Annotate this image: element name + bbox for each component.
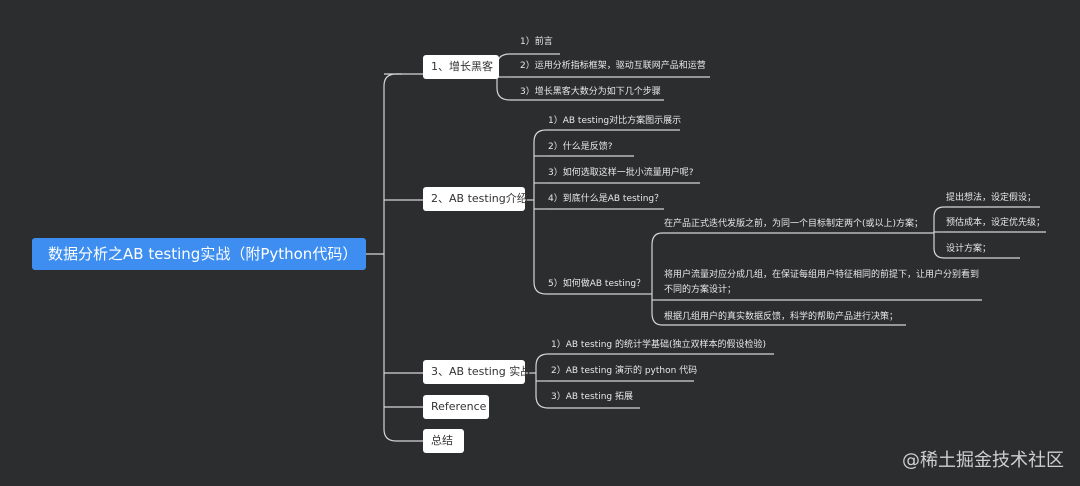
topic-split-traffic[interactable]: 将用户流量对应分成几组，在保证每组用户特征相同的前提下，让用户分别看到不同的方案… xyxy=(664,270,980,295)
branch-reference[interactable]: Reference xyxy=(423,395,489,419)
topic-metrics-framework[interactable]: 2）运用分析指标框架，驱动互联网产品和运营 xyxy=(520,61,706,71)
topic-statistics-basis[interactable]: 1）AB testing 的统计学基础(独立双样本的假设检验) xyxy=(551,340,767,350)
root-topic[interactable]: 数据分析之AB testing实战（附Python代码） xyxy=(32,238,366,270)
branch-growth-hacker[interactable]: 1、增长黑客 xyxy=(423,55,499,79)
topic-foreword[interactable]: 1）前言 xyxy=(520,37,553,47)
topic-design[interactable]: 设计方案； xyxy=(946,244,992,254)
topic-data-decision[interactable]: 根据几组用户的真实数据反馈，科学的帮助产品进行决策； xyxy=(664,312,899,322)
topic-what-is-ab[interactable]: 4）到底什么是AB testing？ xyxy=(548,194,664,204)
topic-ab-extension[interactable]: 3）AB testing 拓展 xyxy=(551,392,633,402)
branch-summary[interactable]: 总结 xyxy=(423,429,464,453)
topic-what-is-feedback[interactable]: 2）什么是反馈? xyxy=(548,142,613,152)
topic-select-users[interactable]: 3）如何选取这样一批小流量用户呢? xyxy=(548,168,694,178)
topic-growth-steps[interactable]: 3）增长黑客大数分为如下几个步骤 xyxy=(520,87,661,97)
topic-priority[interactable]: 预估成本，设定优先级； xyxy=(946,218,1046,228)
topic-ab-diagram[interactable]: 1）AB testing对比方案图示展示 xyxy=(548,116,682,126)
watermark: @稀土掘金技术社区 xyxy=(902,450,1064,471)
branch-ab-testing-intro[interactable]: 2、AB testing介绍 xyxy=(423,187,528,211)
topic-python-demo[interactable]: 2）AB testing 演示的 python 代码 xyxy=(551,366,698,376)
topic-plan-before-release[interactable]: 在产品正式迭代发版之前，为同一个目标制定两个(或以上)方案； xyxy=(664,219,924,229)
branch-ab-testing-practice[interactable]: 3、AB testing 实战 xyxy=(423,360,531,384)
topic-hypothesis[interactable]: 提出想法，设定假设； xyxy=(946,193,1037,203)
topic-how-to-ab[interactable]: 5）如何做AB testing？ xyxy=(548,279,646,289)
